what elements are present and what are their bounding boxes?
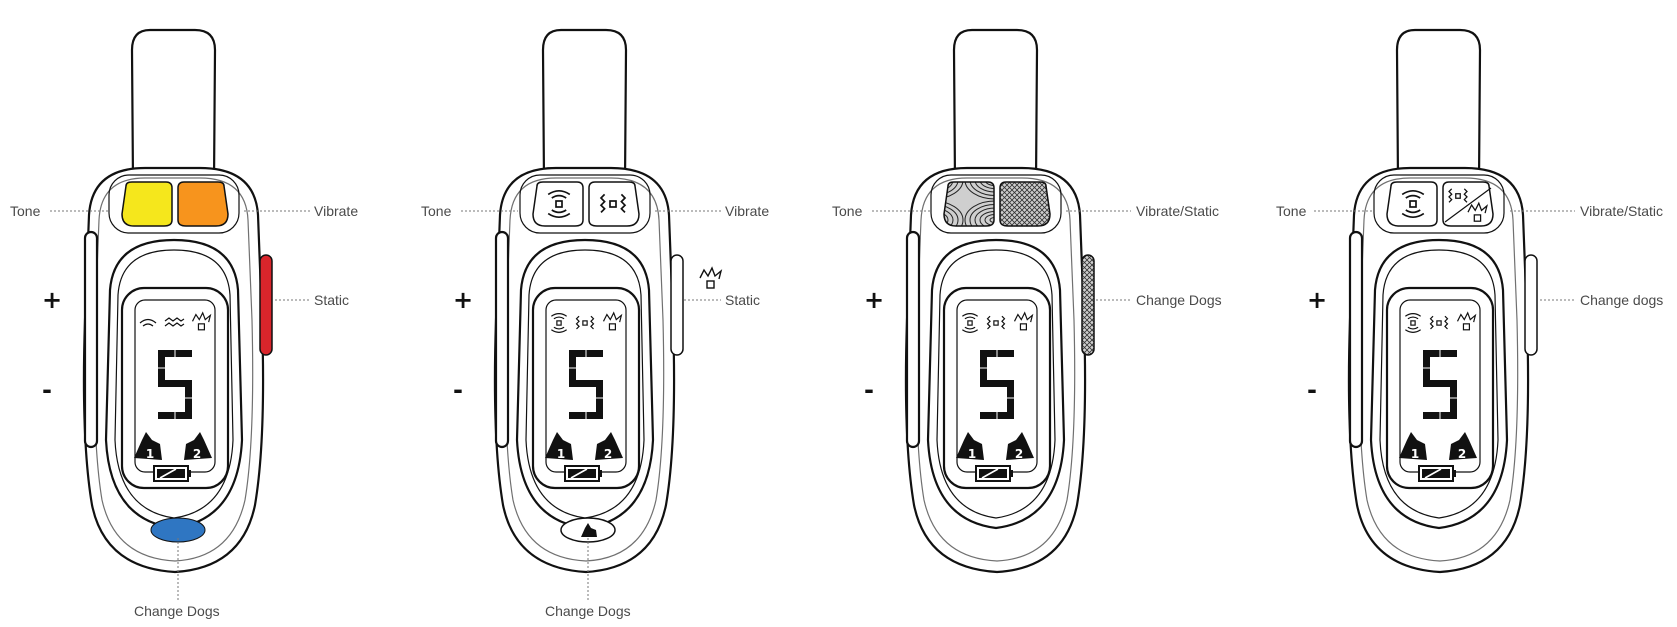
dog-2-number: 2 bbox=[1458, 447, 1466, 461]
change-dogs-label: Change Dogs bbox=[134, 603, 220, 619]
split-divider bbox=[1444, 187, 1492, 223]
static-label: Static bbox=[725, 292, 760, 308]
remote-1-labels: Tone Vibrate Static Change Dogs + - bbox=[10, 203, 358, 619]
change-dogs-label: Change Dogs bbox=[1136, 292, 1222, 308]
dog-1-number: 1 bbox=[1411, 447, 1419, 461]
vibrate-label: Vibrate bbox=[314, 203, 358, 219]
tone-button[interactable] bbox=[943, 181, 995, 227]
vibrate-icon bbox=[1448, 188, 1468, 203]
vibrate-static-button[interactable] bbox=[999, 181, 1051, 227]
change-dogs-button[interactable] bbox=[1524, 254, 1538, 356]
vibrate-icon bbox=[1429, 315, 1449, 330]
tone-label: Tone bbox=[1276, 203, 1307, 219]
change-dogs-button[interactable] bbox=[1081, 254, 1095, 356]
static-icon bbox=[1013, 311, 1034, 331]
tone-icon bbox=[962, 313, 978, 333]
tone-button[interactable] bbox=[1386, 181, 1438, 227]
tone-icon bbox=[139, 318, 157, 327]
minus-sign: - bbox=[1307, 376, 1317, 404]
plus-sign: + bbox=[42, 286, 62, 314]
vibrate-label: Vibrate bbox=[725, 203, 769, 219]
vibrate-wave-icon bbox=[164, 317, 185, 327]
tone-label: Tone bbox=[421, 203, 452, 219]
static-icon bbox=[1456, 311, 1477, 331]
tone-button[interactable] bbox=[121, 181, 173, 227]
tone-label: Tone bbox=[10, 203, 41, 219]
dog-2-number: 2 bbox=[193, 447, 201, 461]
tone-icon bbox=[1401, 189, 1425, 219]
remote-2-labels: Tone Vibrate Static Change Dogs + - bbox=[421, 203, 769, 619]
static-label: Static bbox=[314, 292, 349, 308]
vibrate-icon bbox=[599, 193, 627, 213]
dog-icon bbox=[581, 523, 597, 537]
vibrate-static-button[interactable] bbox=[1442, 181, 1494, 227]
vibrate-icon bbox=[986, 315, 1006, 330]
static-icon bbox=[602, 311, 623, 331]
plus-sign: + bbox=[864, 286, 884, 314]
tone-label: Tone bbox=[832, 203, 863, 219]
tone-icon bbox=[551, 313, 567, 333]
static-icon bbox=[191, 311, 212, 331]
dog-2-number: 2 bbox=[604, 447, 612, 461]
vibrate-button[interactable] bbox=[177, 181, 229, 227]
static-button[interactable] bbox=[259, 254, 273, 356]
tone-icon bbox=[1405, 313, 1421, 333]
remote-3-labels: Tone Vibrate/Static Change Dogs + - bbox=[832, 203, 1222, 404]
plus-sign: + bbox=[453, 286, 473, 314]
remote-4-labels: Tone Vibrate/Static Change dogs + - bbox=[1276, 203, 1663, 404]
tone-icon bbox=[547, 189, 571, 219]
dog-1-number: 1 bbox=[968, 447, 976, 461]
minus-sign: - bbox=[864, 376, 874, 404]
vibrate-static-label: Vibrate/Static bbox=[1136, 203, 1219, 219]
dog-2-number: 2 bbox=[1015, 447, 1023, 461]
static-icon bbox=[1467, 201, 1488, 222]
change-dogs-label: Change dogs bbox=[1580, 292, 1663, 308]
minus-sign: - bbox=[42, 376, 52, 404]
dog-1-number: 1 bbox=[557, 447, 565, 461]
change-dogs-label: Change Dogs bbox=[545, 603, 631, 619]
tone-button[interactable] bbox=[532, 181, 584, 227]
vibrate-static-label: Vibrate/Static bbox=[1580, 203, 1663, 219]
static-button[interactable] bbox=[670, 254, 684, 356]
dog-1-number: 1 bbox=[146, 447, 154, 461]
vibrate-button[interactable] bbox=[588, 181, 640, 227]
plus-sign: + bbox=[1307, 286, 1327, 314]
vibrate-icon bbox=[575, 315, 595, 330]
minus-sign: - bbox=[453, 376, 463, 404]
static-icon bbox=[699, 266, 723, 289]
